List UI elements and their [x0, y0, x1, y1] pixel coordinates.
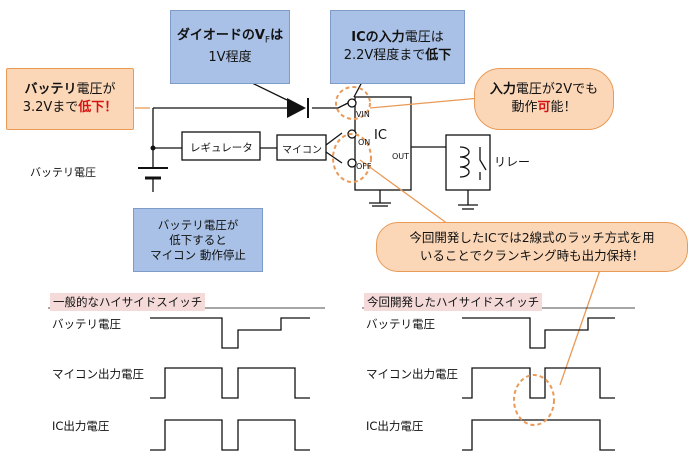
callout-battery-drop: バッテリ電圧が 3.2Vまで低下！ [6, 68, 134, 130]
right-ic-wave [462, 419, 615, 451]
callout-operable: 入力電圧が2Vでも 動作可能！ [474, 68, 614, 130]
vf-subscript: F [264, 35, 271, 46]
battery-drop-line2b: 低下！ [78, 100, 118, 115]
battery-drop-line2a: 3.2Vまで [22, 100, 79, 115]
junction-dot [150, 145, 156, 151]
vf-line2: 1V程度 [208, 50, 252, 66]
relay-ground [458, 190, 478, 206]
right-mcu-wave [462, 367, 615, 399]
wire-diode-to-vin [312, 102, 349, 109]
wire-mcu-to-on [325, 132, 343, 146]
operable-line1: 入力 [489, 82, 516, 97]
relay-box [445, 134, 491, 191]
latch-line1: 今回開発したICでは2線式のラッチ方式を用 [409, 230, 655, 245]
left-mcu-wave [150, 367, 310, 399]
left-row-ic: IC出力電圧 [52, 419, 110, 433]
pin-vin-label: VIN [356, 110, 370, 119]
right-row-battery: バッテリ電圧 [366, 317, 435, 331]
highlight-vin [335, 86, 371, 120]
callout-ic-input: ICの入力電圧は 2.2V程度まで低下 [330, 10, 465, 84]
relay-contact-symbol [479, 147, 487, 180]
pointer-vf [249, 81, 288, 101]
pin-out-label: OUT [392, 152, 410, 161]
left-row-mcu: マイコン出力電圧 [52, 367, 144, 381]
operable-line2b: 可 [537, 100, 551, 115]
right-row-mcu: マイコン出力電圧 [366, 367, 458, 381]
callout-diode-vf: ダイオードのVFは 1V程度 [170, 10, 290, 84]
relay-coil-symbol [459, 146, 470, 178]
right-battery-wave [462, 317, 615, 349]
diode-symbol [287, 98, 309, 118]
ic-ground [369, 190, 391, 204]
relay-label: リレー [494, 155, 531, 169]
ic-input-line2a: 2.2V程度まで [343, 48, 426, 63]
battery-voltage-label: バッテリ電圧 [30, 166, 96, 179]
latch-line2: いることでクランキング時も出力保持！ [419, 248, 645, 263]
left-timing-title: 一般的なハイサイドスイッチ [50, 293, 206, 311]
vf-line1: ダイオードのV [176, 27, 265, 43]
pointer-latch-bottom [559, 269, 601, 386]
callout-mcu-stop: バッテリ電圧が 低下すると マイコン 動作停止 [133, 208, 263, 272]
mcu-label: マイコン [282, 145, 322, 156]
pin-off-dot [347, 158, 357, 168]
right-timing-title: 今回開発したハイサイドスイッチ [364, 293, 543, 311]
pointer-operable [369, 97, 481, 109]
pointer-ic-input [353, 81, 363, 98]
operable-line1-tail: 電圧が2Vでも [515, 82, 599, 97]
highlight-on-off [332, 133, 372, 183]
battery-drop-line1-tail: 電圧が [76, 82, 116, 97]
left-ic-wave [150, 419, 310, 451]
regulator-label: レギュレータ [190, 142, 253, 154]
operable-line2a: 動作 [511, 100, 538, 115]
regulator-box [181, 131, 261, 161]
mcu-stop-line2: 低下すると [169, 232, 227, 247]
pin-on-label: ON [358, 138, 371, 147]
ic-input-line2b: 低下 [425, 48, 452, 63]
right-row-ic: IC出力電圧 [366, 419, 424, 433]
ic-label: IC [374, 128, 387, 143]
left-row-battery: バッテリ電圧 [52, 317, 121, 331]
battery-drop-line1: バッテリ [24, 82, 77, 97]
ic-input-line1-tail: 電圧は [404, 30, 444, 45]
ic-box [354, 96, 412, 191]
operable-line2c: 能！ [550, 100, 577, 115]
mcu-stop-line3: マイコン 動作停止 [150, 247, 246, 262]
left-battery-wave [150, 317, 310, 349]
pin-off-label: OFF [356, 162, 372, 171]
highlight-latch-hold [513, 374, 555, 426]
mcu-box [276, 134, 327, 161]
vf-line1-tail: は [270, 27, 284, 43]
callout-latch: 今回開発したICでは2線式のラッチ方式を用 いることでクランキング時も出力保持！ [376, 222, 688, 272]
ic-input-line1: ICの入力 [351, 30, 405, 45]
pin-vin-dot [347, 98, 357, 108]
mcu-stop-line1: バッテリ電圧が [157, 217, 239, 232]
wire-mcu-to-off [325, 151, 343, 164]
